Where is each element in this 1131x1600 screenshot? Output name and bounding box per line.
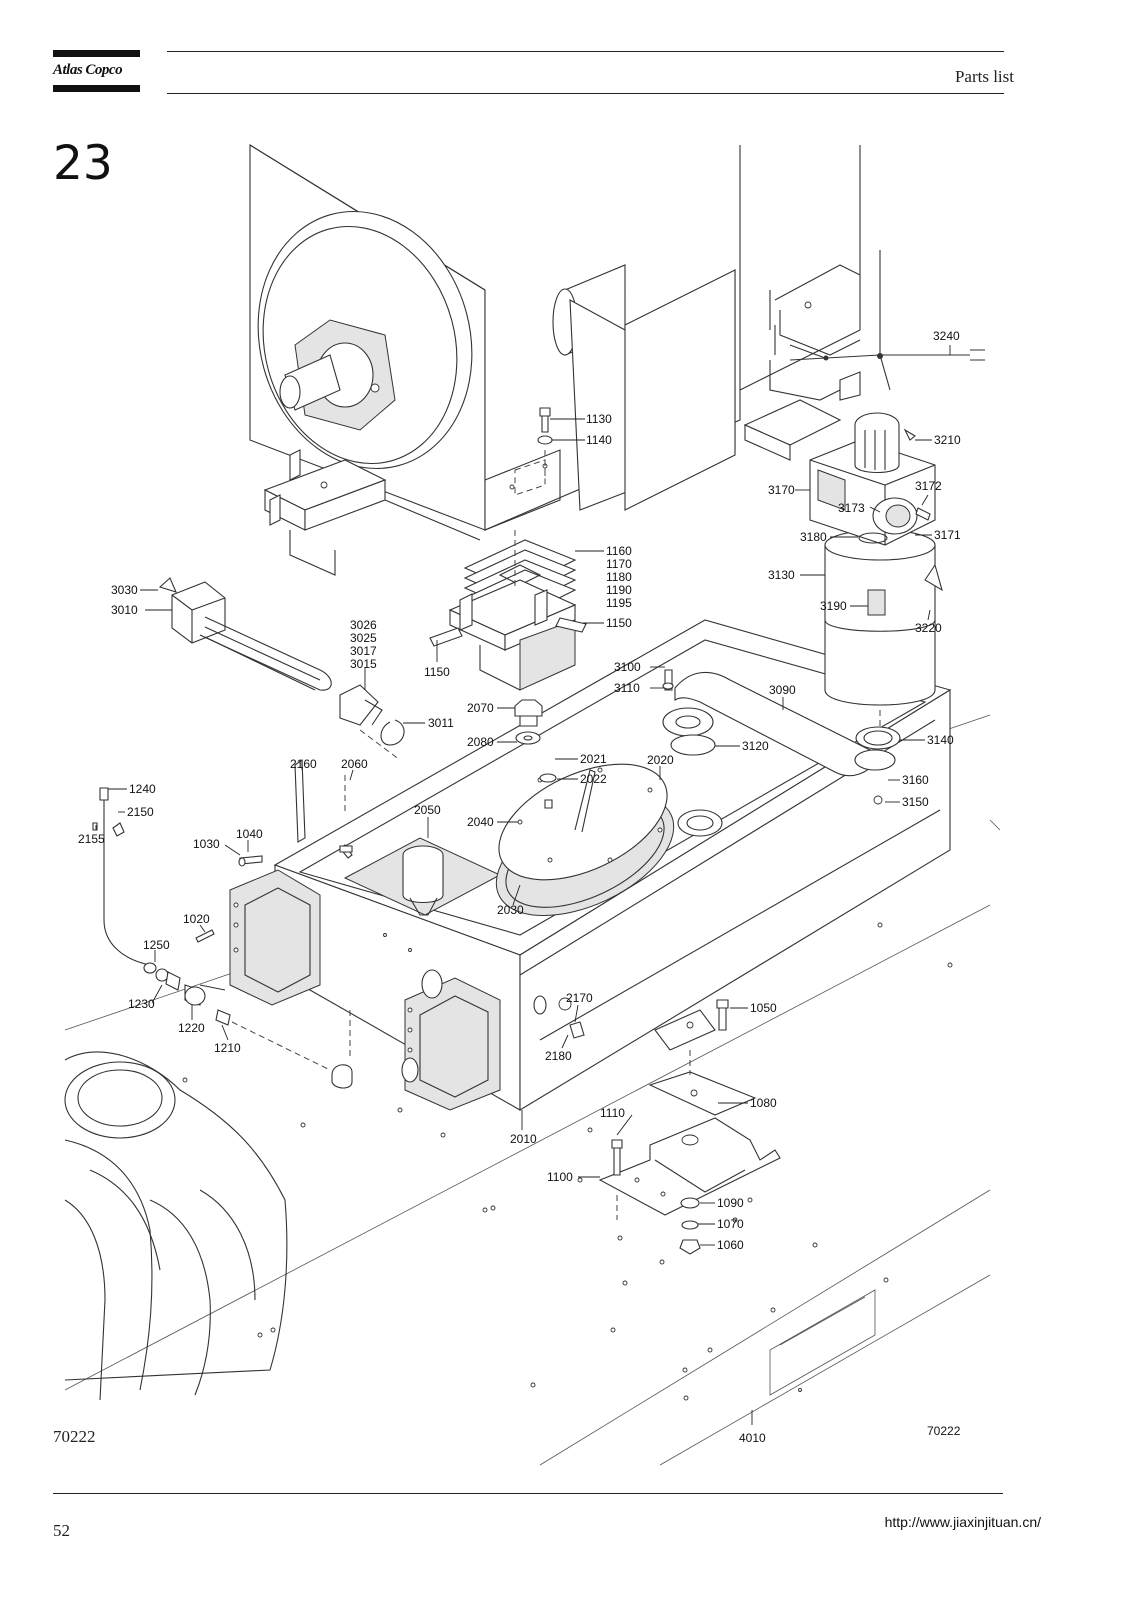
drawing-id-right: 70222 xyxy=(927,1424,961,1438)
callout-1110: 1110 xyxy=(600,1106,625,1120)
callout-1070: 1070 xyxy=(717,1217,744,1231)
wiring-harness xyxy=(769,250,985,391)
base-mounting-holes xyxy=(182,962,953,1401)
callout-1170: 1170 xyxy=(606,557,632,571)
callout-3240: 3240 xyxy=(933,329,960,343)
callout-2070: 2070 xyxy=(467,701,494,715)
logo-bar-bottom xyxy=(53,85,140,92)
callout-1050: 1050 xyxy=(750,1001,777,1015)
callout-3010: 3010 xyxy=(111,603,138,617)
page-number: 52 xyxy=(53,1521,70,1540)
callout-3130: 3130 xyxy=(768,568,795,582)
callout-3120: 3120 xyxy=(742,739,769,753)
fuel-tank xyxy=(64,1051,288,1401)
callout-3140: 3140 xyxy=(927,733,954,747)
callout-1180: 1180 xyxy=(606,570,632,584)
callout-3220: 3220 xyxy=(915,621,942,635)
section-number: 23 xyxy=(53,136,113,191)
callout-3011: 3011 xyxy=(428,716,454,730)
callout-1030: 1030 xyxy=(193,837,220,851)
callout-3100: 3100 xyxy=(614,660,641,674)
callout-1130: 1130 xyxy=(586,412,612,426)
callout-3017: 3017 xyxy=(350,644,377,658)
callout-1090: 1090 xyxy=(717,1196,744,1210)
callout-2050: 2050 xyxy=(414,803,441,817)
callout-2022: 2022 xyxy=(580,772,607,786)
callout-3171: 3171 xyxy=(934,528,961,542)
callout-2180: 2180 xyxy=(545,1049,572,1063)
callout-2040: 2040 xyxy=(467,815,494,829)
callout-2155: 2155 xyxy=(78,832,105,846)
callout-1240: 1240 xyxy=(129,782,156,796)
callout-1080: 1080 xyxy=(750,1096,777,1110)
breather-filter xyxy=(824,529,943,730)
logo-wordmark: Atlas Copco xyxy=(53,62,123,78)
compressor-housing xyxy=(249,144,861,531)
callout-1040: 1040 xyxy=(236,827,263,841)
callout-3030: 3030 xyxy=(111,583,138,597)
callout-3150: 3150 xyxy=(902,795,929,809)
footer-rule xyxy=(53,1493,1003,1494)
callout-2170: 2170 xyxy=(566,991,593,1005)
callout-1150-right: 1150 xyxy=(606,616,632,630)
page-title: Parts list xyxy=(954,67,1014,86)
callout-2030: 2030 xyxy=(497,903,524,917)
bolt-1130 xyxy=(537,407,553,480)
mounting-bracket xyxy=(558,997,781,1255)
callout-1220: 1220 xyxy=(178,1021,205,1035)
callout-leaders xyxy=(95,345,951,1425)
logo-bar-top xyxy=(53,50,140,57)
callout-2150: 2150 xyxy=(127,805,154,819)
atlas-copco-logo: Atlas Copco xyxy=(53,50,140,92)
callout-1020: 1020 xyxy=(183,912,210,926)
callout-3210: 3210 xyxy=(934,433,961,447)
callout-labels: 1130 1140 1160 1170 1180 1190 1195 1150 … xyxy=(78,329,961,1445)
callout-2010: 2010 xyxy=(510,1132,537,1146)
callout-1060: 1060 xyxy=(717,1238,744,1252)
oil-pipe xyxy=(662,669,901,805)
callout-3015: 3015 xyxy=(350,657,377,671)
oil-filter xyxy=(343,837,502,916)
callout-2021: 2021 xyxy=(580,752,607,766)
header-rule-bottom xyxy=(167,93,1004,94)
filler-plug xyxy=(514,699,543,745)
callout-4010: 4010 xyxy=(739,1431,766,1445)
callout-1195: 1195 xyxy=(606,596,632,610)
footer-url: http://www.jiaxinjituan.cn/ xyxy=(884,1514,1041,1530)
callout-1230: 1230 xyxy=(128,997,155,1011)
callout-1100: 1100 xyxy=(547,1170,573,1184)
cooling-fan-motor xyxy=(809,412,936,546)
tank-cover xyxy=(495,763,723,917)
callout-2060: 2060 xyxy=(341,757,368,771)
callout-3190: 3190 xyxy=(820,599,847,613)
callout-1250: 1250 xyxy=(143,938,170,952)
drain-valve-assembly xyxy=(92,758,353,1089)
drawing-id-left: 70222 xyxy=(53,1427,96,1446)
support-blocks xyxy=(263,264,861,576)
callout-1150-left: 1150 xyxy=(424,665,450,679)
callout-1140: 1140 xyxy=(586,433,612,447)
callout-3160: 3160 xyxy=(902,773,929,787)
callout-2080: 2080 xyxy=(467,735,494,749)
mounting-pad-stack xyxy=(429,530,587,691)
callout-3173: 3173 xyxy=(838,501,865,515)
callout-3090: 3090 xyxy=(769,683,796,697)
callout-2020: 2020 xyxy=(647,753,674,767)
callout-3026: 3026 xyxy=(350,618,377,632)
callout-1190: 1190 xyxy=(606,583,632,597)
callout-1160: 1160 xyxy=(606,544,632,558)
callout-3110: 3110 xyxy=(614,681,640,695)
heater-element xyxy=(158,577,405,761)
callout-1210: 1210 xyxy=(214,1041,241,1055)
callout-3025: 3025 xyxy=(350,631,377,645)
callout-3180: 3180 xyxy=(800,530,827,544)
callout-2160: 2160 xyxy=(290,757,317,771)
callout-3170: 3170 xyxy=(768,483,795,497)
callout-3172: 3172 xyxy=(915,479,942,493)
header-rule-top xyxy=(167,51,1004,52)
